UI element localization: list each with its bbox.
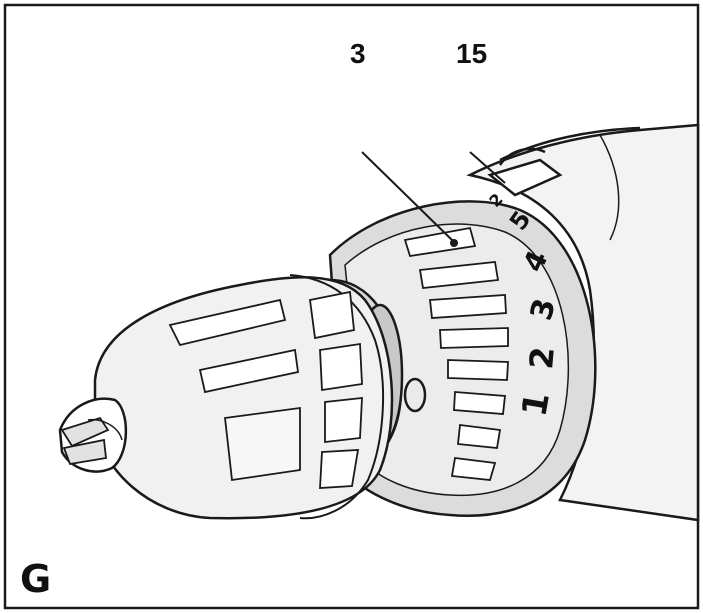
torque-collar [328,200,597,517]
setting-mark-dot [450,239,458,247]
leader-line-3 [361,151,453,241]
figure-letter: G [20,557,52,601]
dial-number-2: 2 [522,345,562,370]
leader-line-15 [469,151,506,184]
callout-label-15: 15 [456,38,488,69]
callout-label-3: 3 [350,38,366,69]
keyless-chuck [58,274,394,520]
